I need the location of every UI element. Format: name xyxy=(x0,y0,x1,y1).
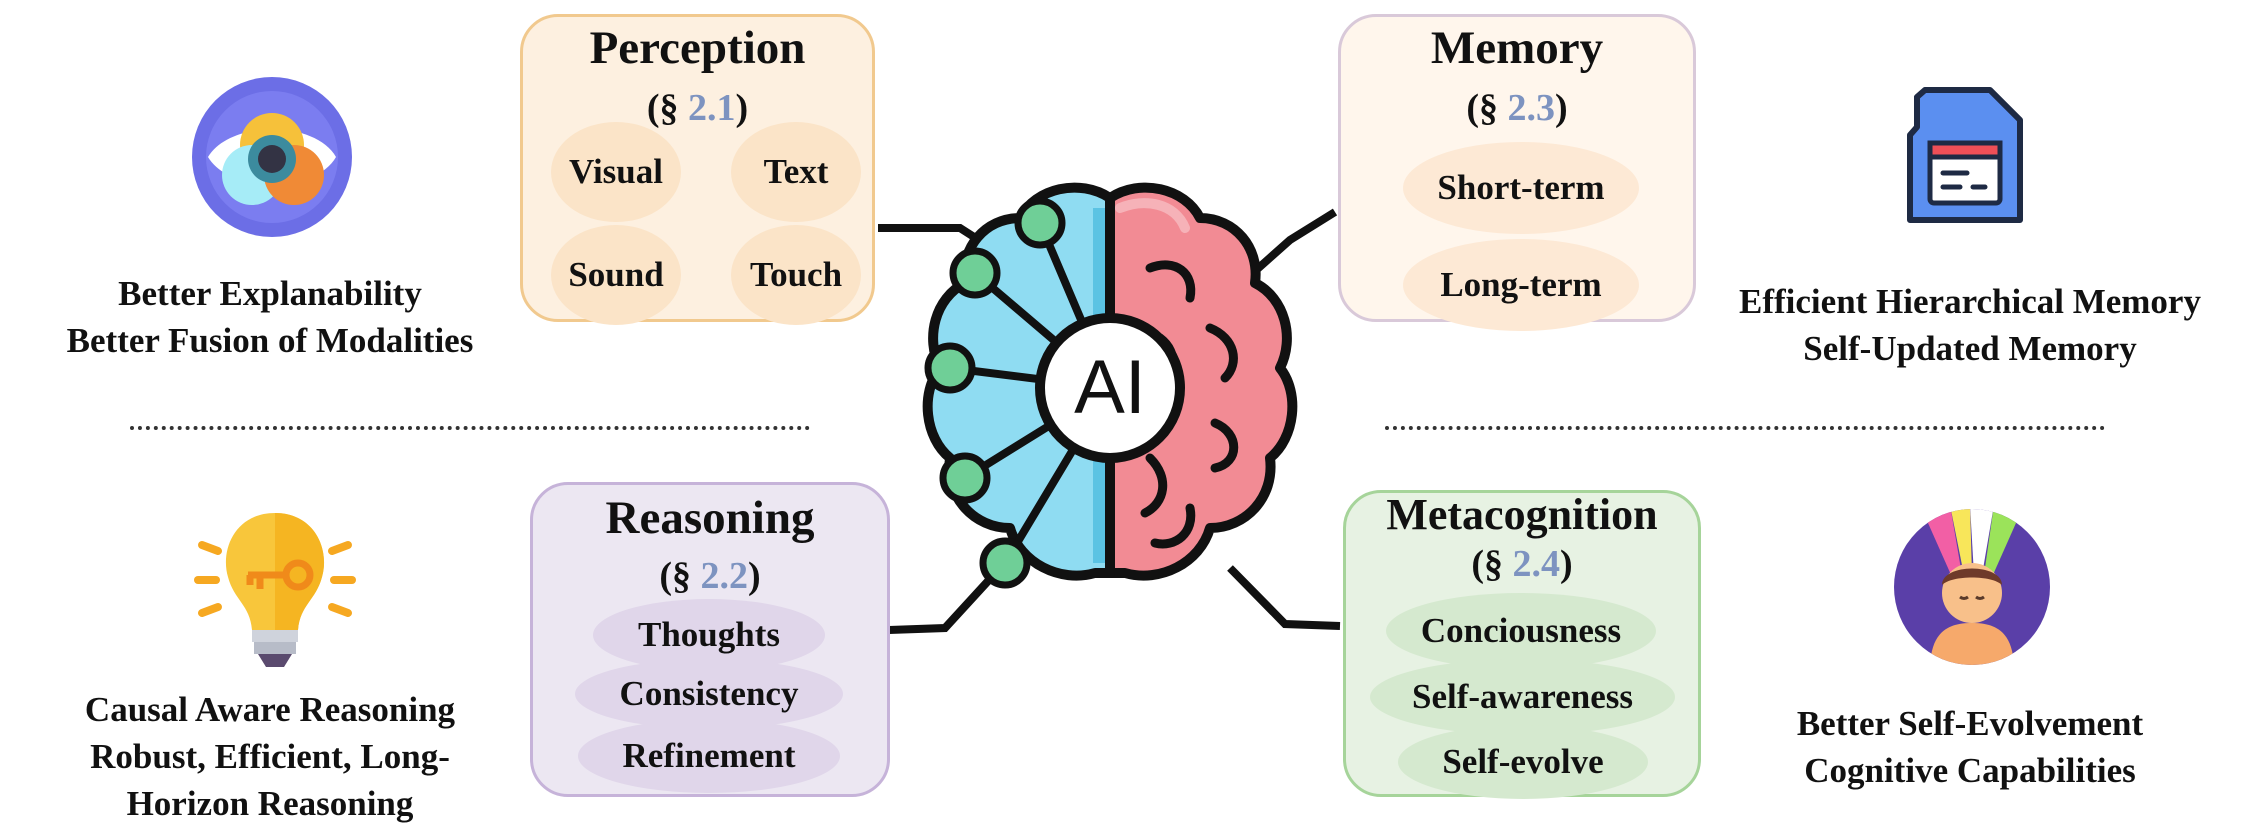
reasoning-caption: Causal Aware Reasoning Robust, Efficient… xyxy=(40,686,500,827)
metacognition-box: Metacognition (§ 2.4) Conciousness Self-… xyxy=(1343,490,1701,799)
memory-item-short-term: Short-term xyxy=(1403,142,1639,234)
metacognition-caption-line-2: Cognitive Capabilities xyxy=(1804,751,2136,790)
reasoning-caption-line-1: Causal Aware Reasoning xyxy=(84,690,456,729)
perception-box: Perception (§ 2.1) Visual Text Sound Tou… xyxy=(520,14,875,325)
reasoning-caption-line-3: Horizon Reasoning xyxy=(126,784,414,823)
memory-box: Memory (§ 2.3) Short-term Long-term xyxy=(1338,14,1696,331)
perception-caption: Better Explanability Better Fusion of Mo… xyxy=(30,270,510,364)
perception-section: (§ 2.1) xyxy=(646,87,749,129)
ai-brain-icon xyxy=(922,182,1298,589)
reasoning-box: Reasoning (§ 2.2) Thoughts Consistency R… xyxy=(530,482,890,797)
ai-center-label: AI xyxy=(1074,345,1146,430)
metacognition-item-self-awareness: Self-awareness xyxy=(1370,659,1675,735)
perception-item-sound: Sound xyxy=(551,225,681,325)
perception-title: Perception xyxy=(589,22,806,74)
perception-item-text: Text xyxy=(731,122,861,222)
perception-item-touch: Touch xyxy=(731,225,861,325)
metacognition-item-conciousness: Conciousness xyxy=(1386,593,1656,669)
eye-icon xyxy=(192,77,352,237)
reasoning-item-refinement: Refinement xyxy=(578,719,840,793)
memory-item-long-term: Long-term xyxy=(1403,239,1639,331)
metacognition-section: (§ 2.4) xyxy=(1471,543,1573,585)
metacognition-caption-line-1: Better Self-Evolvement xyxy=(1796,704,2144,743)
memory-card-icon xyxy=(1907,87,2023,223)
metacognition-title: Metacognition xyxy=(1386,490,1658,539)
memory-caption-line-2: Self-Updated Memory xyxy=(1803,329,2137,368)
perception-item-visual: Visual xyxy=(551,122,681,222)
meditating-head-icon xyxy=(1894,509,2050,665)
metacognition-caption: Better Self-Evolvement Cognitive Capabil… xyxy=(1730,700,2210,794)
left-separator xyxy=(130,426,810,430)
reasoning-caption-line-2: Robust, Efficient, Long- xyxy=(90,737,450,776)
memory-caption-line-1: Efficient Hierarchical Memory xyxy=(1739,282,2201,321)
reasoning-section: (§ 2.2) xyxy=(659,555,761,597)
lightbulb-key-icon xyxy=(194,513,356,667)
memory-title: Memory xyxy=(1430,22,1604,74)
perception-caption-line-2: Better Fusion of Modalities xyxy=(66,321,474,360)
perception-caption-line-1: Better Explanability xyxy=(118,274,422,313)
right-separator xyxy=(1385,426,2105,430)
reasoning-item-consistency: Consistency xyxy=(575,659,843,729)
reasoning-title: Reasoning xyxy=(605,492,815,544)
memory-caption: Efficient Hierarchical Memory Self-Updat… xyxy=(1700,278,2240,372)
metacognition-item-self-evolve: Self-evolve xyxy=(1398,725,1648,799)
memory-section: (§ 2.3) xyxy=(1466,87,1568,129)
